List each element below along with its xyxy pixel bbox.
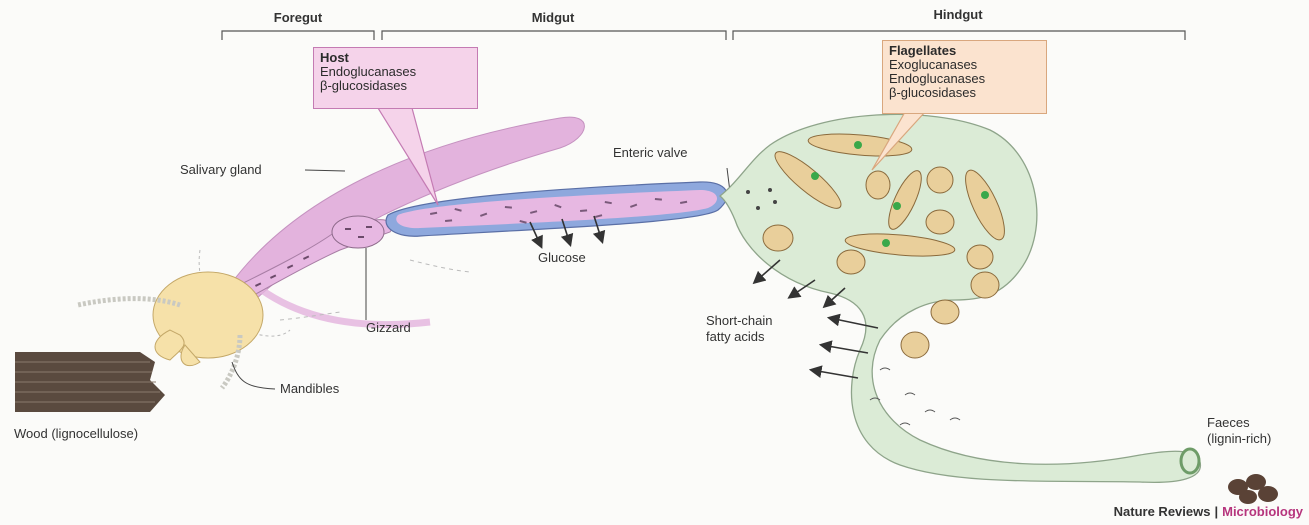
scfa-label-line2: fatty acids — [706, 329, 765, 344]
host-box-title: Host — [320, 51, 471, 65]
hindgut-label: Hindgut — [933, 7, 983, 22]
credit-journal: Nature Reviews — [1114, 504, 1211, 519]
figure-credit: Nature Reviews|Microbiology — [1114, 504, 1303, 519]
flagellates-box-line: Exoglucanases — [889, 58, 1040, 72]
scfa-label-line1: Short-chain — [706, 313, 772, 328]
host-box-line: β-glucosidases — [320, 79, 471, 93]
salivary-duct — [255, 285, 430, 325]
flagellates-enzymes-box: Flagellates Exoglucanases Endoglucanases… — [882, 40, 1047, 114]
credit-separator: | — [1210, 504, 1222, 519]
wood-block — [15, 352, 165, 412]
glucose-label: Glucose — [538, 250, 586, 265]
faeces-pellets — [1228, 474, 1278, 504]
salivary-leader — [305, 170, 345, 171]
faeces-label-line2: (lignin-rich) — [1207, 431, 1271, 446]
wood-label: Wood (lignocellulose) — [14, 426, 138, 441]
mandibles-label: Mandibles — [280, 381, 340, 396]
host-box-line: Endoglucanases — [320, 65, 471, 79]
faeces-label-line1: Faeces — [1207, 415, 1250, 430]
hindgut-opening — [1181, 449, 1199, 473]
flagellates-box-title: Flagellates — [889, 44, 1040, 58]
midgut-bracket — [382, 31, 726, 40]
midgut-label: Midgut — [532, 10, 575, 25]
foregut-label: Foregut — [274, 10, 323, 25]
gizzard — [332, 216, 384, 248]
gizzard-label: Gizzard — [366, 320, 411, 335]
flagellates-box-line: Endoglucanases — [889, 72, 1040, 86]
flagellates-box-line: β-glucosidases — [889, 86, 1040, 100]
region-brackets — [222, 31, 1185, 40]
dashed-outline-2 — [410, 260, 470, 272]
host-enzymes-box: Host Endoglucanases β-glucosidases — [313, 47, 478, 109]
enteric-valve-label: Enteric valve — [613, 145, 687, 160]
foregut-bracket — [222, 31, 374, 40]
credit-section: Microbiology — [1222, 504, 1303, 519]
hindgut-bracket — [733, 31, 1185, 40]
salivary-gland-label: Salivary gland — [180, 162, 262, 177]
mandibles-leader — [232, 362, 275, 389]
